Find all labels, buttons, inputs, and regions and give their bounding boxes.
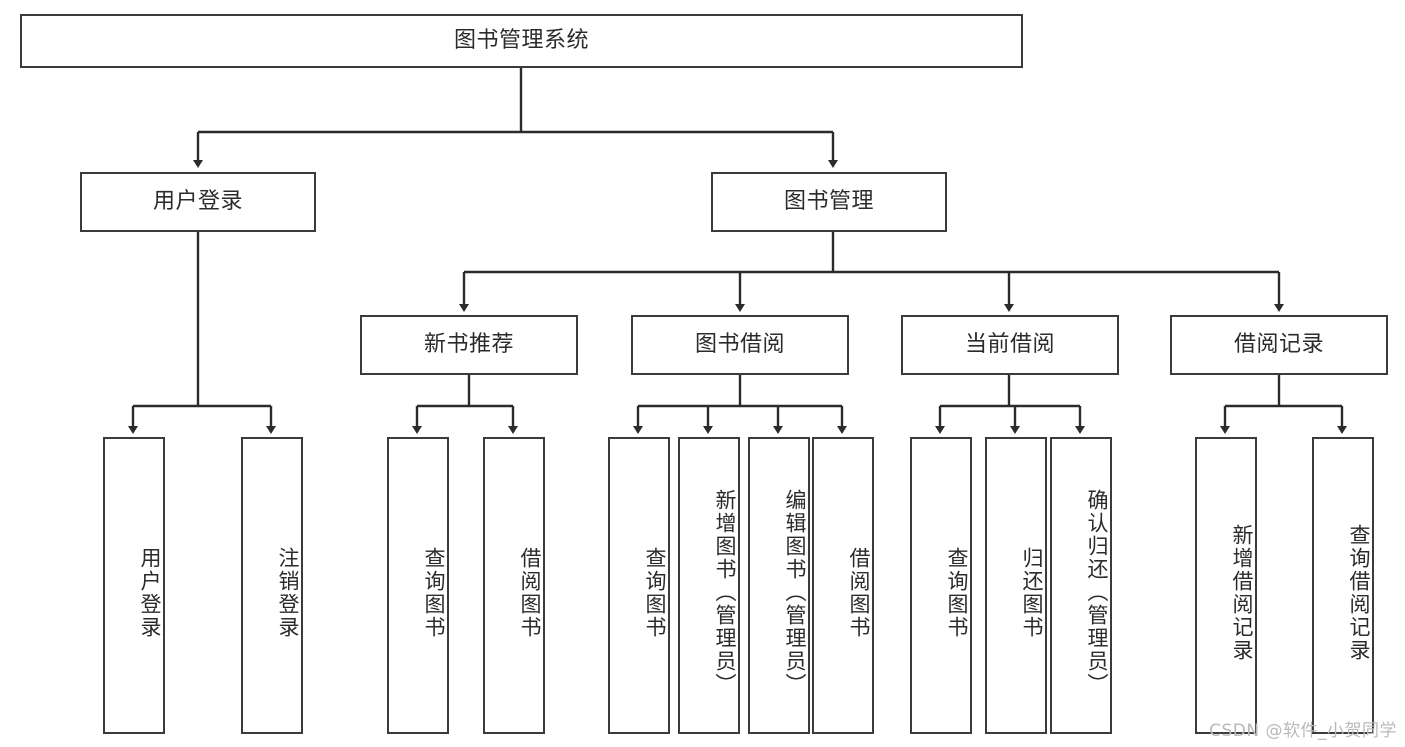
node-leaf-label: 用户登录 [138,546,162,639]
node-leaf-label: 编辑图书（管理员） [783,489,807,696]
node-leaf-label: 借阅图书 [847,546,871,639]
node-leaf-logout[interactable]: 注销登录 [241,437,303,734]
node-leaf-borrow-book-b[interactable]: 借阅图书 [812,437,874,734]
node-leaf-label: 借阅图书 [518,546,542,639]
node-leaf-label: 注销登录 [276,546,300,639]
node-leaf-query-book-c[interactable]: 查询图书 [910,437,972,734]
node-leaf-confirm-return-admin[interactable]: 确认归还（管理员） [1050,437,1112,734]
node-leaf-label: 查询图书 [422,546,446,639]
node-book-borrow[interactable]: 图书借阅 [631,315,849,375]
node-leaf-query-book-b[interactable]: 查询图书 [608,437,670,734]
node-root[interactable]: 图书管理系统 [20,14,1023,68]
node-leaf-label: 查询借阅记录 [1347,523,1371,662]
node-leaf-add-borrow-record[interactable]: 新增借阅记录 [1195,437,1257,734]
node-leaf-label: 新增图书（管理员） [713,489,737,696]
node-leaf-label: 查询图书 [945,546,969,639]
node-leaf-label: 查询图书 [643,546,667,639]
node-leaf-label: 新增借阅记录 [1230,523,1254,662]
node-new-book-recommend[interactable]: 新书推荐 [360,315,578,375]
node-leaf-add-book-admin[interactable]: 新增图书（管理员） [678,437,740,734]
node-leaf-query-borrow-record[interactable]: 查询借阅记录 [1312,437,1374,734]
node-leaf-query-book-a[interactable]: 查询图书 [387,437,449,734]
node-leaf-edit-book-admin[interactable]: 编辑图书（管理员） [748,437,810,734]
node-leaf-return-book[interactable]: 归还图书 [985,437,1047,734]
node-leaf-label: 归还图书 [1020,546,1044,639]
node-leaf-user-login[interactable]: 用户登录 [103,437,165,734]
node-book-management[interactable]: 图书管理 [711,172,947,232]
node-user-login[interactable]: 用户登录 [80,172,316,232]
node-leaf-borrow-book-a[interactable]: 借阅图书 [483,437,545,734]
node-current-borrow[interactable]: 当前借阅 [901,315,1119,375]
node-leaf-label: 确认归还（管理员） [1085,489,1109,696]
node-borrow-record[interactable]: 借阅记录 [1170,315,1388,375]
watermark-text: CSDN @软件_小贺同学 [1209,721,1397,741]
